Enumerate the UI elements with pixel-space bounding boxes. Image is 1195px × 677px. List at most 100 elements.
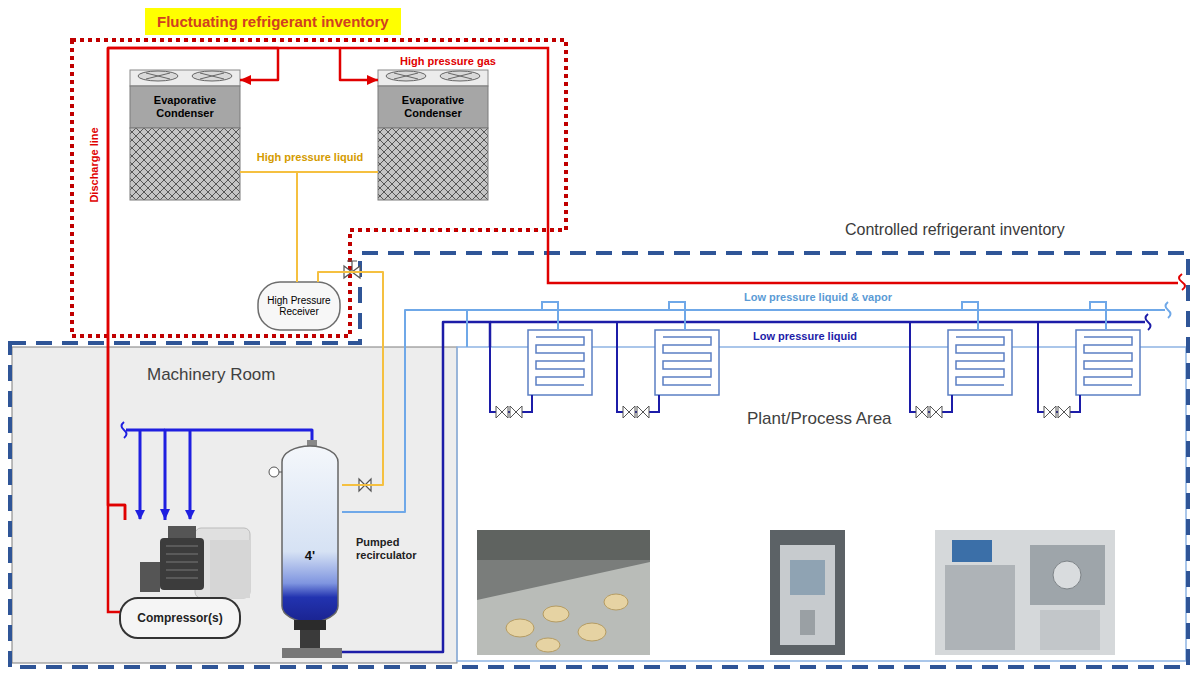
condenser-symbol (378, 70, 488, 200)
low-pressure-mains (490, 321, 1145, 324)
condenser-symbol (378, 70, 488, 86)
process-photo (506, 619, 534, 637)
suction-loops (126, 429, 165, 432)
process-photo (536, 638, 560, 652)
process-photo (1040, 610, 1100, 650)
recirculator-vessel (282, 648, 342, 658)
hot-gas-line (340, 48, 1178, 283)
room-box: Machinery RoomCompressor(s)4'Pumped reci… (12, 347, 457, 663)
condenser-symbol (146, 73, 224, 79)
controlled-region-outline (10, 253, 1188, 667)
evaporator-coil (490, 322, 532, 412)
recirculator-vessel (300, 630, 320, 648)
evaporator-coil (1038, 302, 1140, 418)
low-pressure-mains (467, 302, 1171, 330)
connector (342, 322, 490, 652)
process-photo (578, 623, 606, 641)
process-photo (800, 610, 815, 635)
condenser-symbol (130, 128, 240, 200)
process-photo (1030, 545, 1105, 605)
recirculator-vessel (279, 472, 282, 473)
evaporator-coil (655, 330, 719, 395)
callout-number: 4' (282, 548, 338, 563)
condenser-label: Evaporative Condenser (130, 86, 240, 128)
pipe-line (108, 48, 378, 520)
condenser-box: Evaporative Condenser (378, 70, 488, 200)
suction-loops (189, 430, 192, 519)
fluctuating-region-outline (72, 40, 566, 336)
process-photo (935, 530, 1115, 655)
condenser-symbol (130, 70, 240, 200)
pipe-line (108, 48, 278, 520)
fluctuating-region-outline (72, 40, 566, 336)
compressor-symbol (166, 546, 198, 578)
pipe-line (342, 310, 467, 512)
evaporator-coil (542, 302, 558, 330)
process-photo (477, 530, 650, 655)
evaporator-coil (1090, 302, 1106, 330)
process-photo (477, 562, 650, 655)
evaporator-coil (617, 322, 659, 412)
suction-loops (122, 422, 127, 438)
evaporator-coil (496, 406, 522, 418)
suction-loops (139, 430, 142, 519)
process-photo (477, 530, 650, 655)
evaporator-coil (617, 302, 719, 418)
connector (108, 48, 378, 520)
evaporator-coil (536, 337, 584, 385)
evaporator-coil (916, 406, 942, 418)
evaporator-coil (962, 302, 978, 330)
condenser-symbol (378, 128, 488, 200)
recirculator-vessel (294, 620, 326, 630)
evaporator-coil (948, 330, 1012, 395)
connector (160, 430, 312, 520)
evaporator-coil (663, 337, 711, 385)
connector (108, 48, 278, 520)
connector (297, 172, 378, 282)
condenser-symbol (378, 86, 488, 128)
evaporator-coil (956, 337, 1004, 385)
recirculator-vessel (269, 467, 279, 477)
process-photo (952, 540, 992, 562)
arrowhead (240, 75, 251, 85)
evaporator-coil (490, 302, 592, 418)
machinery-room-ground (12, 347, 457, 663)
process-photo (790, 560, 825, 595)
process-photo (770, 530, 845, 655)
connector (342, 310, 467, 512)
hot-gas-line (1179, 274, 1185, 290)
evaporator-coil (910, 322, 952, 412)
compressor-symbol (210, 540, 250, 598)
connector (240, 172, 297, 282)
recirculator-vessel (282, 446, 338, 622)
controlled-region-outline (10, 253, 1188, 667)
pipe-line (165, 430, 312, 520)
machinery-room-ground (12, 347, 457, 663)
process-photo (780, 545, 835, 645)
pipe-line (342, 322, 490, 652)
region-title: Controlled refrigerant inventory (845, 221, 1065, 239)
vessel-box: 4'Pumped recirculator (282, 440, 342, 662)
region-title: Fluctuating refrigerant inventory (145, 8, 401, 35)
compressor-symbol (168, 526, 196, 538)
pipe-line (297, 172, 378, 282)
process-photo (945, 565, 1015, 650)
process-photo (1053, 561, 1081, 589)
valve-symbol (344, 261, 360, 278)
condenser-box: Evaporative Condenser (130, 70, 240, 200)
condenser-label: Evaporative Condenser (378, 86, 488, 128)
process-photo (543, 606, 569, 622)
vessel-label: Pumped recirculator (356, 536, 426, 562)
line-label: Low pressure liquid & vapor (742, 291, 894, 304)
process-photo (604, 594, 628, 610)
receiver-label: High Pressure Receiver (258, 282, 340, 330)
valve-symbol (347, 261, 357, 272)
room-label: Machinery Room (147, 365, 276, 385)
suction-loops (122, 422, 191, 519)
evaporator-coil (1076, 330, 1140, 395)
evaporator-coil (528, 330, 592, 395)
process-photo (477, 530, 650, 560)
receiver-box: High Pressure Receiver (258, 282, 340, 330)
compressor-symbol (120, 526, 250, 638)
